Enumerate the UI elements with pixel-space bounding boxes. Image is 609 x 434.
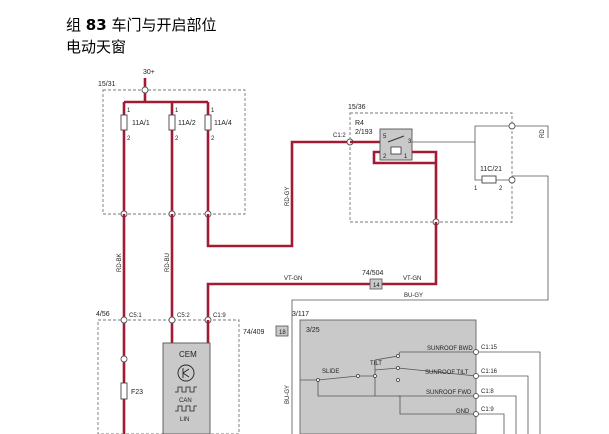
relay-box-outline (349, 112, 513, 223)
sunroof-tilt-wire (476, 375, 529, 434)
sunroof-panel (299, 319, 477, 434)
bu-gy-left-label: BU-GY (285, 385, 291, 404)
supply-node (141, 86, 149, 94)
sunroof-gnd-node (473, 411, 479, 417)
splice-74-504-id: 74/504 (362, 270, 384, 277)
sunroof-tilt-line-label: SUNROOF TILT (425, 370, 469, 376)
cem-lin-label: LIN (180, 417, 189, 423)
sunroof-gnd-label: GND (456, 409, 470, 415)
sunroof-bwd-label: SUNROOF BWD (427, 346, 473, 352)
cem-connector-1: C5:1 (129, 313, 142, 319)
fuse-11c-21-label: 11C/21 (480, 166, 502, 173)
sunroof-outer-id: 3/117 (292, 311, 309, 318)
fuse-11a-4-pin-top: 1 (211, 108, 215, 114)
sunroof-fwd-wire (476, 395, 517, 434)
relay-name: R4 (355, 120, 364, 127)
vt-gn-wire (206, 222, 438, 318)
fuse-11a-1-pin-top: 1 (127, 108, 131, 114)
sunroof-inner-id: 3/25 (306, 327, 320, 334)
fuse-11a-4: 11A/4 1 2 (204, 102, 232, 214)
sunroof-gnd-connector: C1:9 (481, 407, 494, 413)
relay-pin-5: 5 (383, 134, 387, 140)
sunroof-tilt-node (473, 373, 479, 379)
fuse-11a-1-label: 11A/1 (132, 120, 150, 127)
sunroof-bwd-connector: C1:15 (481, 345, 498, 351)
relay-box-connector: C1:2 (333, 133, 346, 139)
cem-connector-2: C5:2 (177, 313, 190, 319)
sunroof-bwd-wire (476, 351, 541, 434)
rd-gy-label: RD-GY (285, 187, 291, 206)
fusebox-id: 15/31 (98, 81, 116, 88)
splice-74-409-pin: 18 (279, 330, 286, 336)
relay-pin-3: 3 (408, 139, 412, 145)
fuse-11c-feed (474, 142, 482, 181)
splice-74-409-id: 74/409 (243, 329, 265, 336)
relay-pin-1: 1 (404, 154, 408, 160)
fuse-11c-21 (481, 175, 497, 184)
fuse-11c-pin-1: 1 (474, 186, 478, 192)
cem-box-outline (97, 319, 240, 434)
bu-gy-top-label: BU-GY (404, 293, 423, 299)
relay-position: 2/193 (355, 129, 373, 136)
group-number: 83 (85, 16, 107, 34)
sunroof-gnd-wire (476, 413, 505, 434)
rd-bu-label: RD-BU (165, 253, 171, 272)
supply-label: 30+ (143, 69, 155, 76)
relay-pin-2: 2 (383, 154, 387, 160)
sunroof-bwd-node (473, 349, 479, 355)
vt-gn-left-label: VT-GN (284, 276, 302, 282)
fuse-11a-2-pin-bottom: 2 (175, 136, 179, 142)
fuse-f23-label: F23 (131, 389, 143, 396)
sunroof-slide-label: SLIDE (322, 369, 339, 375)
sunroof-fwd-node (473, 393, 479, 399)
fuse-11a-4-pin-bottom: 2 (211, 136, 215, 142)
rd-side-label: RD (540, 129, 546, 138)
vt-gn-right-label: VT-GN (403, 276, 421, 282)
cem-connector-node-1 (120, 316, 128, 324)
rd-bk-label: RD-BK (117, 253, 123, 272)
rd-right-wire (515, 125, 549, 138)
sunroof-tilt-label: TILT (370, 361, 382, 367)
rd-node (508, 122, 516, 130)
fuse-11a-4-label: 11A/4 (214, 120, 232, 127)
fuse-11a-2-pin-top: 1 (175, 108, 179, 114)
group-prefix: 组 (66, 16, 82, 34)
fuse-11a-1: 11A/1 1 2 (120, 102, 150, 214)
sunroof-fwd-label: SUNROOF FWD (426, 390, 472, 396)
cem-connector-node-2 (168, 316, 176, 324)
cem-module (162, 342, 211, 434)
fuse-11c-out-node (508, 176, 516, 184)
cem-f23-node (120, 355, 128, 363)
fuse-11c-pin-2: 2 (499, 186, 503, 192)
sunroof-fwd-connector: C1:8 (481, 389, 494, 395)
fuse-11a-1-pin-bottom: 2 (127, 136, 131, 142)
sunroof-tilt-connector: C1:16 (481, 369, 498, 375)
cem-module-label: CEM (179, 350, 197, 359)
page-title: 组 83 车门与开启部位 (66, 14, 216, 35)
fuse-11a-2: 11A/2 1 2 (168, 102, 196, 214)
cem-can-label: CAN (179, 398, 192, 404)
cem-connector-3: C1:9 (213, 313, 226, 319)
relay-r4 (379, 128, 413, 161)
fuse-f23 (120, 382, 128, 400)
fuse-11a-2-label: 11A/2 (178, 120, 196, 127)
relay-box-id: 15/36 (348, 104, 366, 111)
sunroof-switch-circuit (300, 351, 477, 415)
rd-thin-wire (412, 125, 515, 143)
cem-box-id: 4/56 (96, 311, 110, 318)
relay-out-wire (412, 150, 438, 222)
group-title: 车门与开启部位 (111, 16, 217, 34)
splice-74-409 (275, 325, 289, 337)
page-subtitle: 电动天窗 (66, 38, 127, 56)
relay-coil-wire (372, 150, 436, 165)
splice-74-504-pin: 14 (373, 283, 380, 289)
rd-gy-wire (206, 140, 350, 248)
splice-74-504 (369, 278, 383, 290)
